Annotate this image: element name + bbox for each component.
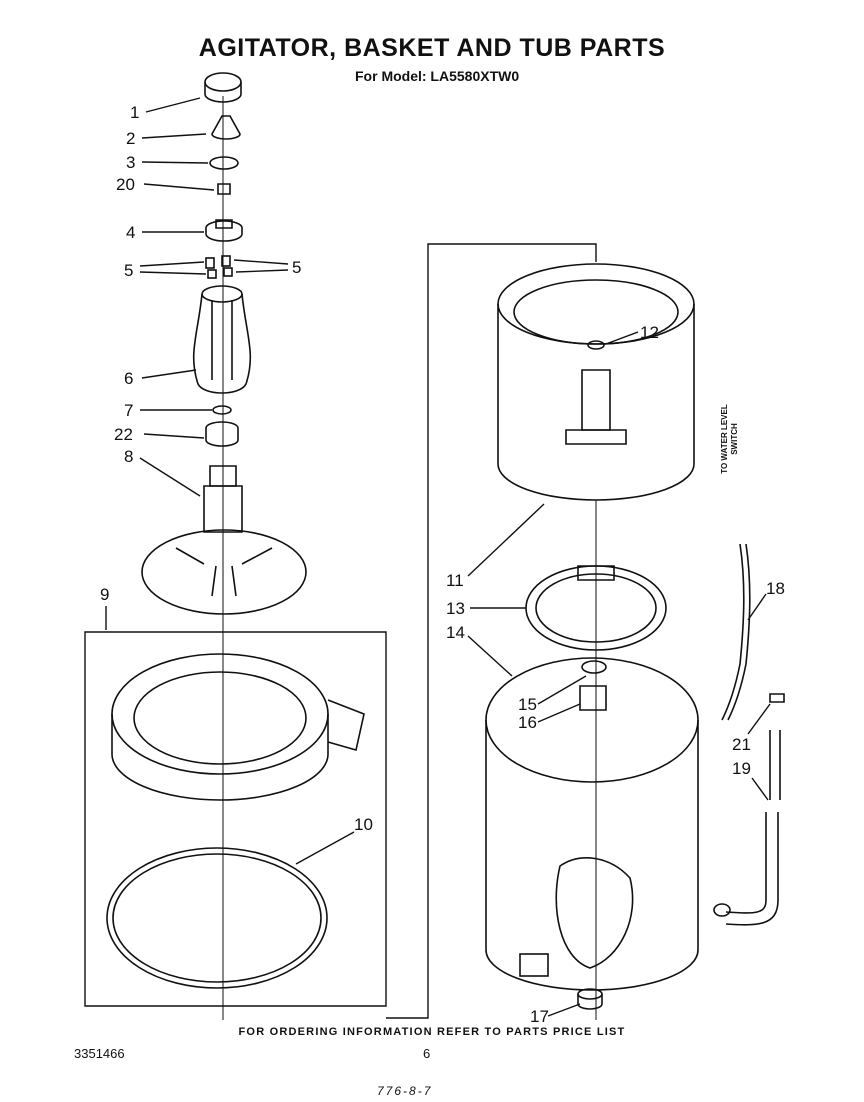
document-number: 3351466: [74, 1046, 125, 1061]
callout-3: 3: [126, 153, 135, 172]
callout-8: 8: [124, 447, 133, 466]
callout-5-left: 5: [124, 261, 133, 280]
part-10-gasket: [106, 847, 328, 989]
callout-10: 10: [354, 815, 373, 834]
callout-5-right: 5: [292, 258, 301, 277]
ordering-note: FOR ORDERING INFORMATION REFER TO PARTS …: [238, 1026, 626, 1038]
callout-1: 1: [130, 103, 139, 122]
callout-19: 19: [732, 759, 751, 778]
part-5-dogs: [205, 255, 233, 279]
part-21-19-hose: [713, 693, 785, 926]
part-15-16-nut: [579, 660, 607, 711]
part-2-cone: [211, 115, 241, 140]
handwritten-stamp: 776-8-7: [377, 1084, 433, 1098]
callout-2: 2: [126, 129, 135, 148]
callout-17: 17: [530, 1007, 549, 1026]
callout-11: 11: [446, 571, 464, 590]
side-note-line-2: SWITCH: [730, 423, 739, 455]
agitator-assembly: [141, 72, 307, 1020]
part-9-frame: [84, 631, 387, 1007]
part-3-ring: [209, 156, 239, 170]
part-4-dog-cam: [205, 219, 243, 242]
part-20-cam: [217, 183, 231, 195]
part-18-hose: [721, 543, 751, 721]
callout-20: 20: [116, 175, 135, 194]
callout-12: 12: [640, 323, 659, 342]
model-subtitle: For Model: LA5580XTW0: [355, 68, 520, 84]
callout-21: 21: [732, 735, 751, 754]
water-level-switch-note: TO WATER LEVEL SWITCH: [720, 394, 740, 484]
diagram-title: AGITATOR, BASKET AND TUB PARTS: [198, 34, 666, 62]
basket-tub-assembly: [386, 243, 785, 1020]
callout-6: 6: [124, 369, 133, 388]
callout-4: 4: [126, 223, 135, 242]
callouts: 1 2 3 20 4 5 5 6 7 22 8 9 10 11 12 13 14…: [100, 103, 785, 1026]
page-number: 6: [423, 1046, 431, 1061]
side-note-line-1: TO WATER LEVEL: [720, 404, 729, 474]
callout-7: 7: [124, 401, 133, 420]
part-7-washer: [212, 405, 232, 415]
part-14-outer-tub: [485, 657, 699, 991]
callout-18: 18: [766, 579, 785, 598]
part-6-agitator-barrel: [192, 285, 252, 394]
callout-14: 14: [446, 623, 465, 642]
leader-lines: [105, 97, 771, 1017]
part-11-basket: [497, 263, 695, 501]
callout-9: 9: [100, 585, 109, 604]
callout-16: 16: [518, 713, 537, 732]
part-17-nut: [577, 988, 603, 1010]
part-9-tub-ring: [111, 653, 365, 801]
callout-13: 13: [446, 599, 465, 618]
callout-15: 15: [518, 695, 537, 714]
part-8-agitator-base: [141, 465, 307, 615]
part-22-bushing: [205, 421, 239, 447]
callout-22: 22: [114, 425, 133, 444]
